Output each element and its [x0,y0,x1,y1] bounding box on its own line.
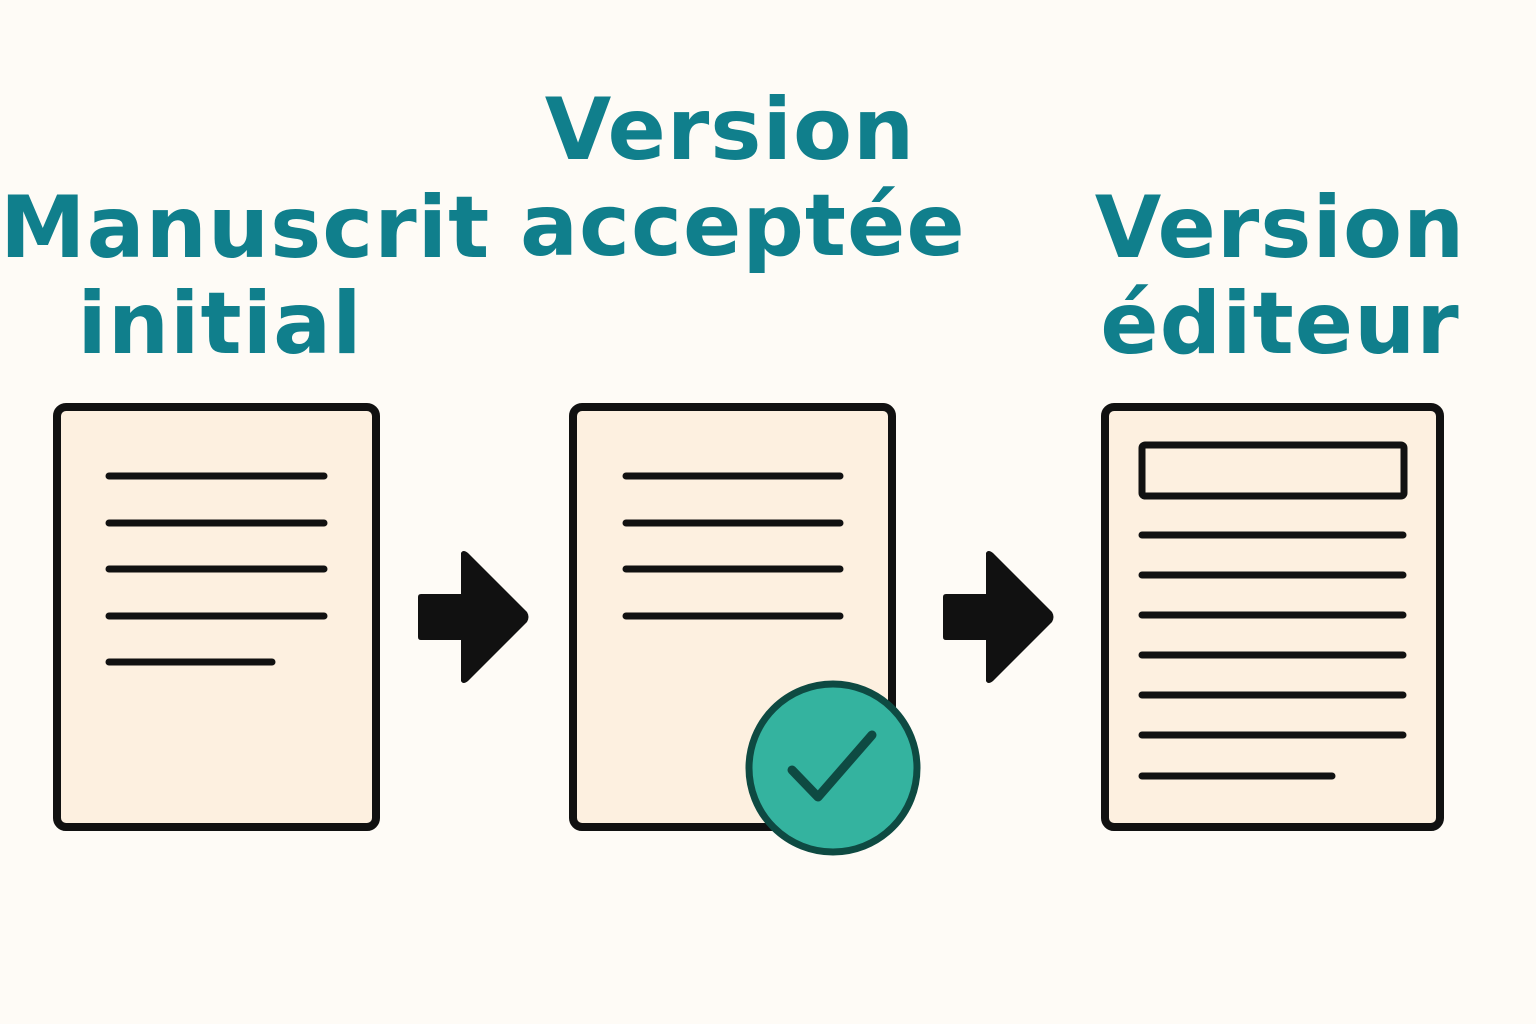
step-title-manuscript: Manuscrit initial [0,178,491,374]
publisher-document-icon [1101,403,1444,831]
document-text-lines [1138,531,1407,780]
arrow-right-icon [418,551,529,683]
step-title-publisher: Version éditeur [1090,180,1470,372]
step-title-line: Version [544,80,916,180]
document-text-lines [105,472,328,666]
arrow-right-icon [943,551,1054,683]
document-icon [53,403,380,831]
step-title-line: initial [77,274,363,374]
step-title-line: acceptée [520,176,966,276]
step-title-line: éditeur [1100,274,1460,374]
step-title-accepted: Version acceptée [520,80,966,276]
checkmark-icon [787,730,877,802]
step-title-line: Version [1094,178,1466,278]
badge-circle [745,680,921,856]
checkmark-badge [745,680,921,856]
step-title-line: Manuscrit [0,178,491,278]
document-header-block [1138,441,1408,500]
accepted-document-icon [569,403,921,856]
document-text-lines [622,472,844,620]
